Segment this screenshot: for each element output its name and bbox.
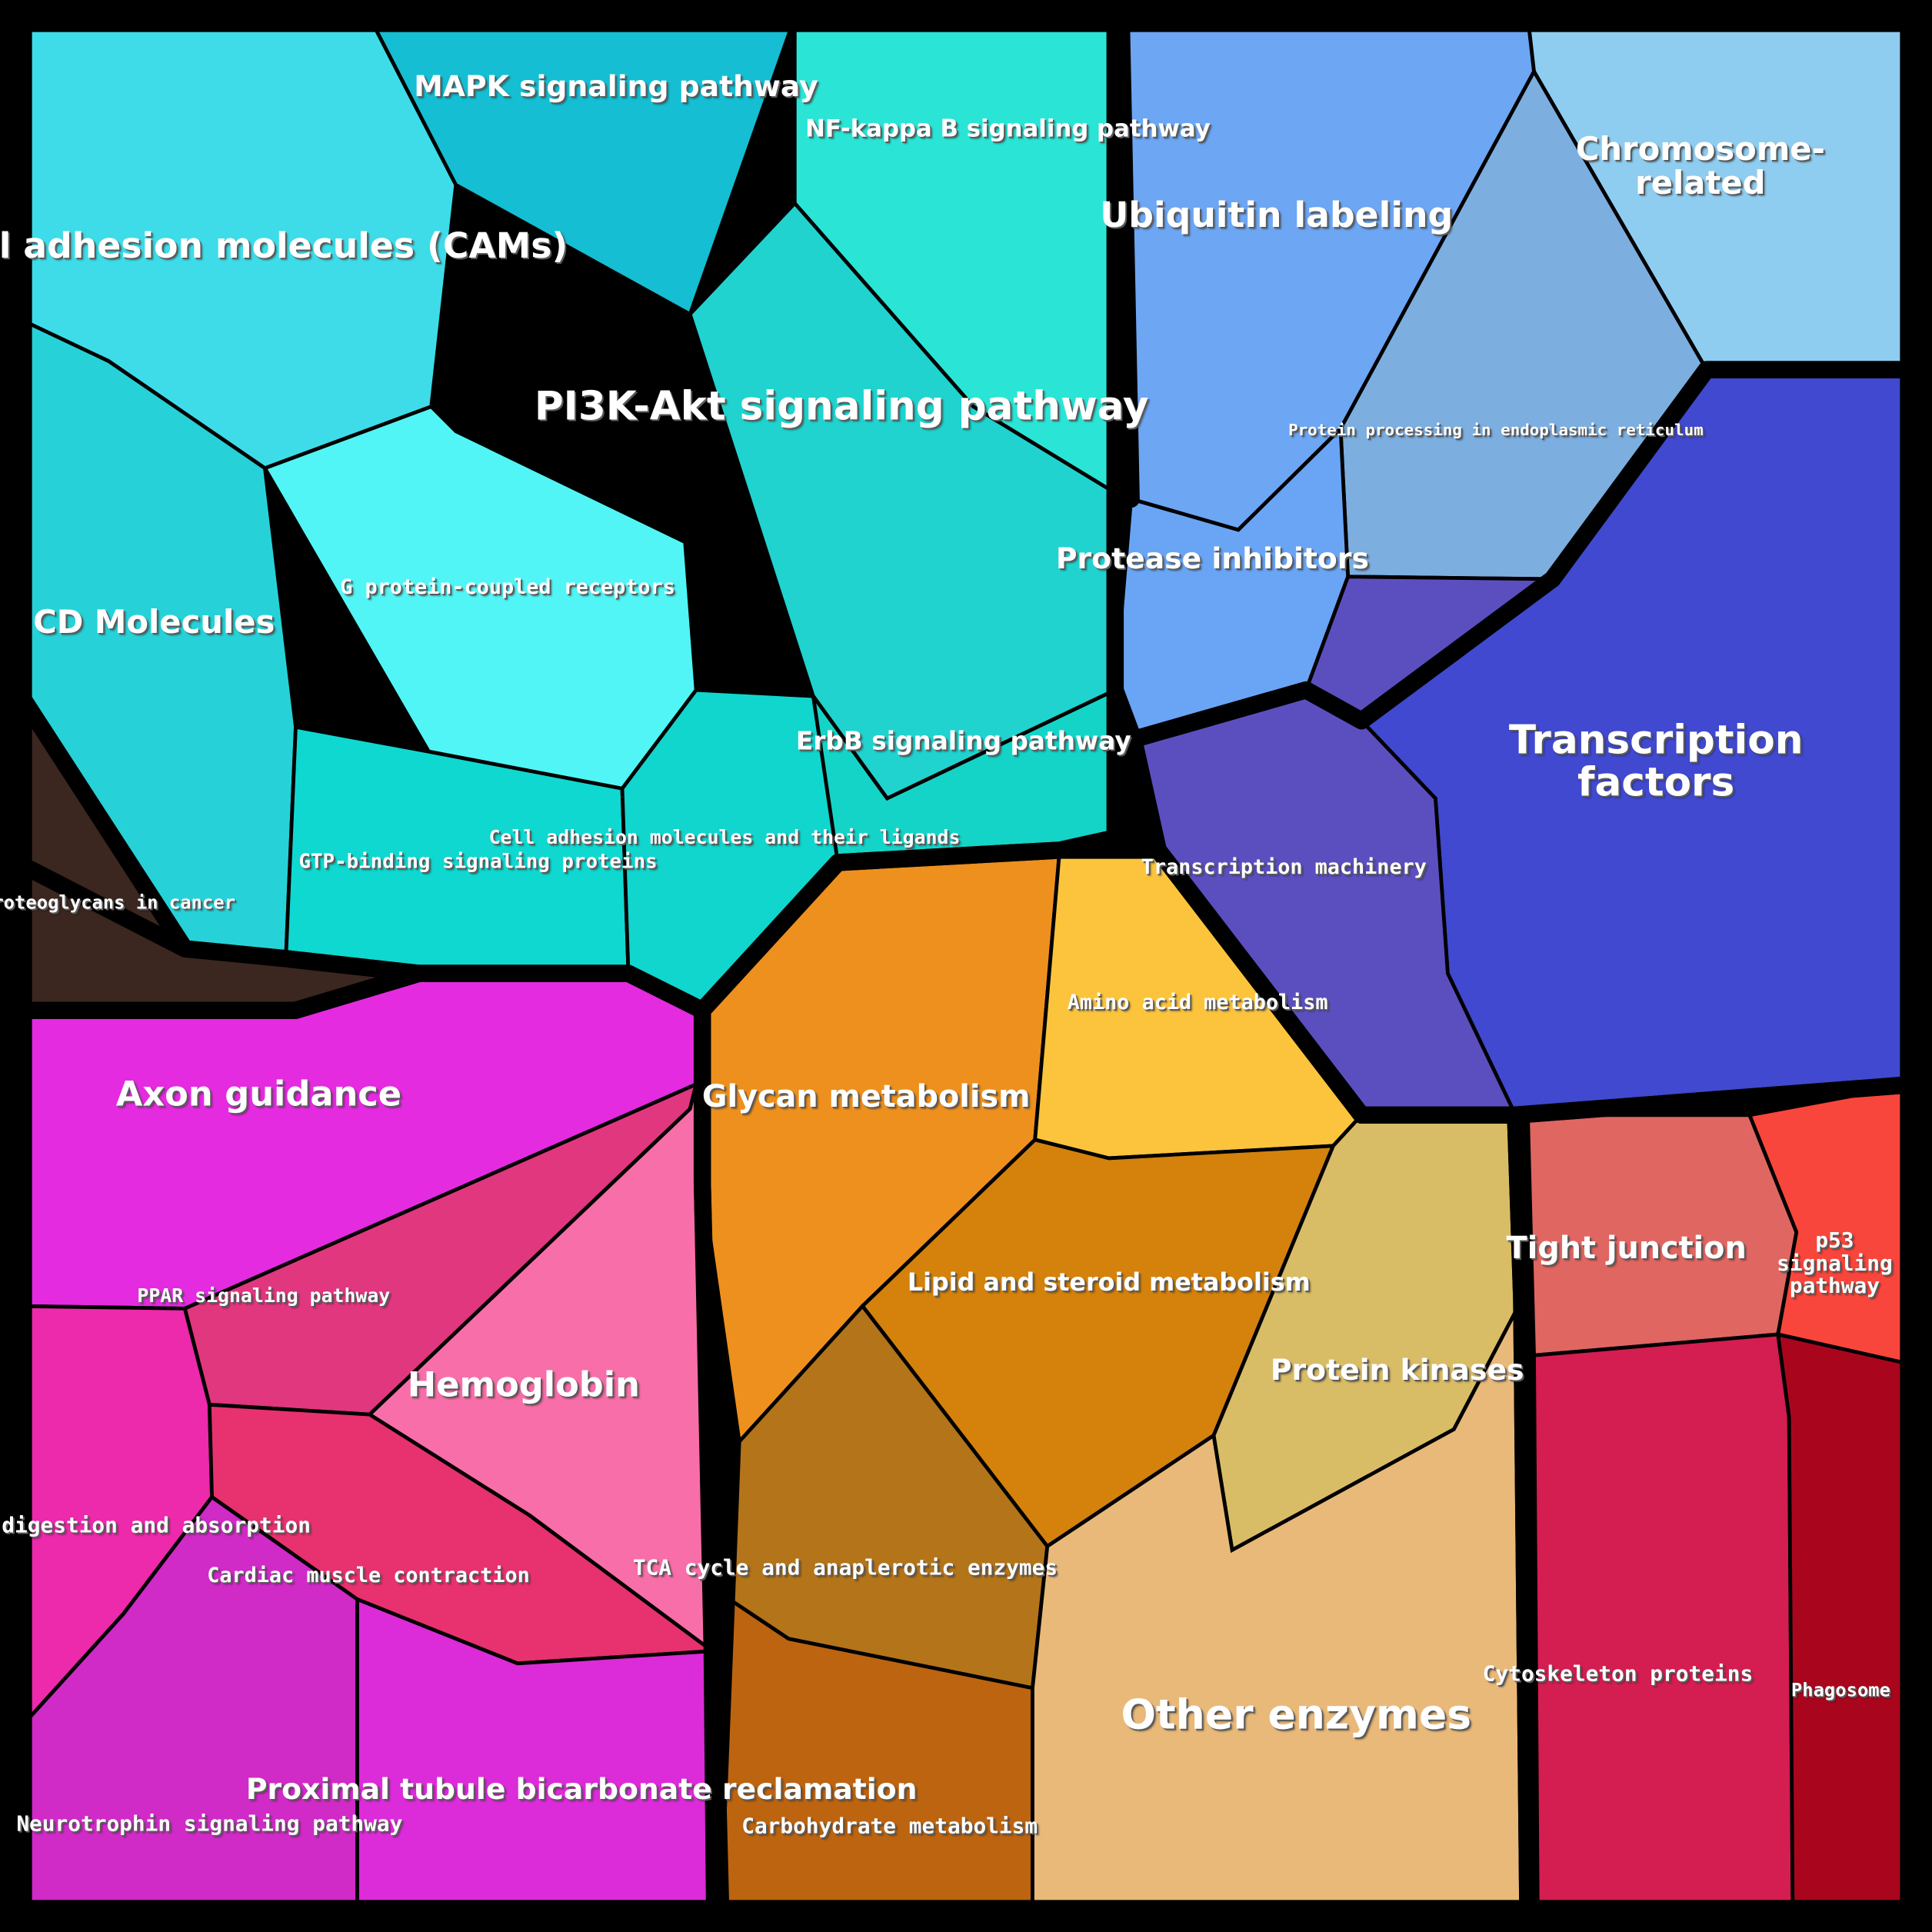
treemap-cell[interactable]: [1532, 1332, 1795, 1917]
treemap-cell[interactable]: [261, 404, 698, 791]
treemap-cell[interactable]: [1526, 1113, 1799, 1357]
treemap-cell[interactable]: [1775, 1331, 1917, 1917]
